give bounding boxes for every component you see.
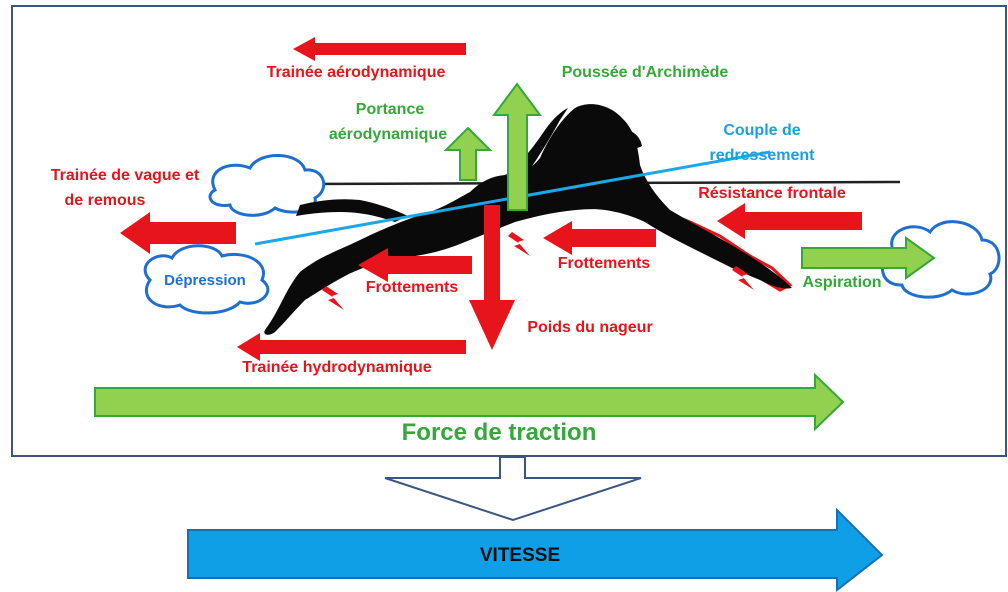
trainee-vague-label-line1: Trainée de vague et bbox=[51, 167, 200, 184]
transition-arrow bbox=[384, 456, 642, 522]
poussee-label: Poussée d'Archimède bbox=[562, 64, 729, 81]
couple-label-line2: redressement bbox=[710, 147, 816, 164]
frottements-left-label: Frottements bbox=[366, 279, 459, 296]
force-traction-arrow bbox=[94, 372, 845, 432]
aspiration-label: Aspiration bbox=[802, 274, 881, 291]
friction-mark-2 bbox=[322, 286, 344, 310]
couple-label-line1: Couple de bbox=[723, 122, 800, 139]
cloud-left-bottom bbox=[143, 244, 270, 315]
trainee-vague-label-line2: de remous bbox=[65, 192, 146, 209]
poids-label: Poids du nageur bbox=[527, 319, 652, 336]
frottements-right-label: Frottements bbox=[558, 255, 651, 272]
friction-mark-3 bbox=[732, 266, 754, 290]
resistance-frontale-arrow bbox=[717, 203, 862, 239]
portance-label-line2: aérodynamique bbox=[329, 126, 447, 143]
trainee-hydro-label: Trainée hydrodynamique bbox=[242, 359, 431, 376]
trainee-hydro-arrow bbox=[237, 333, 466, 361]
portance-arrow bbox=[443, 126, 493, 181]
trainee-aero-label: Trainée aérodynamique bbox=[267, 64, 446, 81]
trainee-aero-arrow bbox=[293, 37, 466, 61]
cloud-right bbox=[881, 220, 1001, 299]
force-traction-label: Force de traction bbox=[402, 419, 597, 446]
cloud-left-top bbox=[208, 154, 326, 217]
swimmer-silhouette bbox=[264, 104, 793, 335]
poids-arrow bbox=[469, 205, 515, 350]
depression-label: Dépression bbox=[164, 272, 246, 289]
aspiration-arrow bbox=[801, 236, 936, 280]
trainee-vague-arrow bbox=[120, 212, 236, 254]
friction-mark-1 bbox=[508, 232, 530, 256]
vitesse-arrow bbox=[187, 507, 884, 592]
poussee-arrow bbox=[492, 82, 542, 211]
frottements-left-arrow bbox=[358, 248, 472, 282]
vitesse-label: VITESSE bbox=[480, 545, 560, 566]
resistance-label: Résistance frontale bbox=[698, 185, 846, 202]
portance-label-line1: Portance bbox=[356, 101, 425, 118]
frottements-right-arrow bbox=[543, 221, 656, 255]
